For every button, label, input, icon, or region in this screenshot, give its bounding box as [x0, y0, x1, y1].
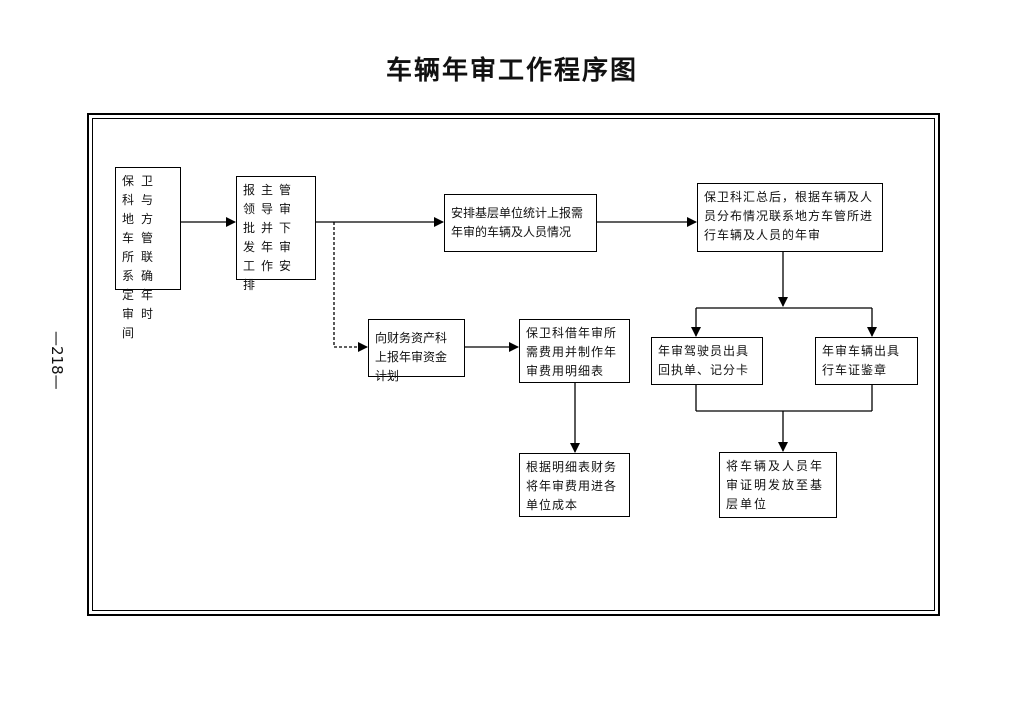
step-leader-approval: 报主管领导审批并下发年审工作安排 — [236, 176, 316, 292]
step-contact-dmv: 保卫科与地方车管所联系确定年审时间 — [115, 167, 181, 340]
step-cost-allocation: 根据明细表财务将年审费用进各单位成本 — [519, 453, 630, 517]
step-collect-stats: 安排基层单位统计上报需年审的车辆及人员情况 — [444, 194, 597, 252]
step-vehicle-seal: 年审车辆出具行车证鉴章 — [815, 337, 918, 385]
step-distribute-certificates: 将车辆及人员年审证明发放至基层单位 — [719, 452, 837, 518]
step-driver-receipt: 年审驾驶员出具回执单、记分卡 — [651, 337, 763, 385]
page-title: 车辆年审工作程序图 — [385, 56, 638, 86]
arrow-n2-n5 — [333, 222, 368, 352]
page-number: —218— — [48, 330, 66, 390]
diagram-frame-outer — [87, 113, 940, 616]
diagram-frame-inner — [92, 118, 935, 611]
step-expense-detail: 保卫科借年审所需费用并制作年审费用明细表 — [519, 319, 630, 383]
step-summary-annual-review: 保卫科汇总后，根据车辆及人员分布情况联系地方车管所进行车辆及人员的年审 — [697, 183, 883, 252]
step-fund-plan: 向财务资产科上报年审资金计划 — [368, 319, 465, 383]
